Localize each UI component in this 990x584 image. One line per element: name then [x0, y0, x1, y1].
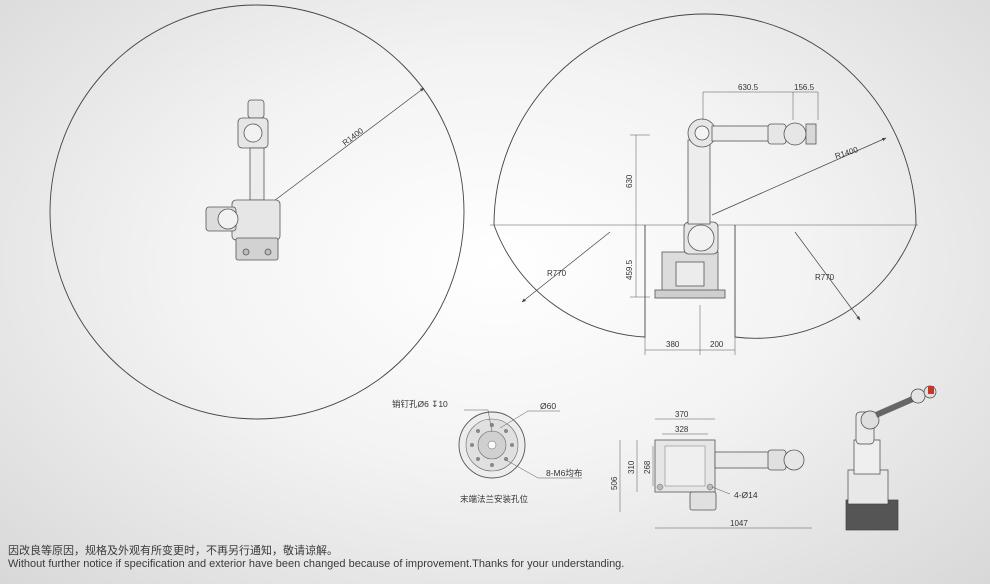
side-view: R1400 R770 R770 630.5 156.5	[490, 13, 918, 355]
base-left-label: 380	[666, 340, 680, 349]
footer-disclaimer-zh: 因改良等原因，规格及外观有所变更时，不再另行通知，敬请谅解。	[8, 545, 338, 557]
base-inner-depth-label: 268	[643, 460, 652, 474]
wrist-length-label: 156.5	[794, 83, 815, 92]
reach-left-label: R770	[547, 269, 567, 278]
side-view-reach-arc	[493, 13, 917, 226]
flange-diameter-label: Ø60	[540, 401, 556, 411]
side-view-radius-label: R1400	[834, 145, 860, 161]
top-view-reach-circle	[49, 4, 465, 420]
total-length-label: 1047	[730, 519, 748, 528]
flange-threads-label: 8-M6均布	[546, 468, 582, 478]
top-view-radius-line	[261, 87, 425, 211]
flange-pin-hole-label: 销钉孔Ø6 ↧10	[392, 399, 448, 409]
upper-height-label: 630	[625, 174, 634, 188]
side-view-lower-right	[734, 224, 917, 339]
reach-right-label: R770	[815, 273, 835, 282]
top-view-radius-label: R1400	[341, 126, 366, 148]
flange-caption: 末端法兰安装孔位	[460, 494, 529, 504]
base-height-label: 459.5	[625, 259, 634, 280]
base-depth-label: 506	[610, 476, 619, 490]
base-width-label: 370	[675, 410, 689, 419]
base-right-label: 200	[710, 340, 724, 349]
robot-3d-illustration	[845, 385, 937, 531]
arm-span-label: 630.5	[738, 83, 759, 92]
base-inner-width-label: 328	[675, 425, 689, 434]
mount-holes-label: 4-Ø14	[734, 490, 758, 500]
base-mid-label: 310	[627, 460, 636, 474]
side-view-robot	[654, 118, 817, 299]
base-plan: 370 328 506 310 268 4-Ø14 1047	[610, 410, 812, 529]
side-view-lower-left	[493, 224, 646, 338]
top-view: R1400	[49, 4, 465, 420]
footer-disclaimer-en: Without further notice if specification …	[8, 558, 625, 570]
top-view-robot	[205, 99, 281, 261]
flange-detail: 销钉孔Ø6 ↧10 Ø60 8-M6均布 末端法兰安装孔位	[392, 399, 582, 504]
